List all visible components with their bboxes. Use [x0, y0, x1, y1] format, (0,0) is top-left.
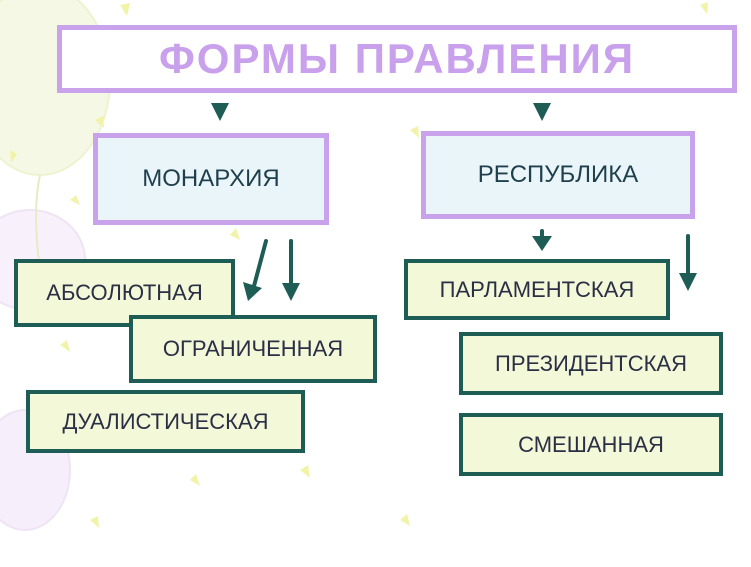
- presidential-republic-box: ПРЕЗИДЕНТСКАЯ: [459, 332, 723, 395]
- dualistic-monarchy-label: ДУАЛИСТИЧЕСКАЯ: [62, 409, 268, 435]
- parliamentary-republic-label: ПАРЛАМЕНТСКАЯ: [440, 277, 635, 303]
- monarchy-label: МОНАРХИЯ: [142, 165, 280, 193]
- republic-label: РЕСПУБЛИКА: [478, 161, 639, 189]
- monarchy-box: МОНАРХИЯ: [93, 133, 329, 225]
- presidential-republic-label: ПРЕЗИДЕНТСКАЯ: [495, 351, 687, 377]
- dualistic-monarchy-box: ДУАЛИСТИЧЕСКАЯ: [26, 390, 305, 453]
- limited-monarchy-box: ОГРАНИЧЕННАЯ: [129, 315, 377, 383]
- absolute-monarchy-label: АБСОЛЮТНАЯ: [46, 280, 202, 306]
- parliamentary-republic-box: ПАРЛАМЕНТСКАЯ: [404, 259, 670, 320]
- diagram-title-text: ФОРМЫ ПРАВЛЕНИЯ: [159, 35, 635, 83]
- mixed-republic-box: СМЕШАННАЯ: [459, 413, 723, 476]
- mixed-republic-label: СМЕШАННАЯ: [518, 432, 664, 458]
- diagram-title: ФОРМЫ ПРАВЛЕНИЯ: [57, 25, 737, 93]
- limited-monarchy-label: ОГРАНИЧЕННАЯ: [163, 336, 343, 362]
- republic-box: РЕСПУБЛИКА: [421, 131, 695, 219]
